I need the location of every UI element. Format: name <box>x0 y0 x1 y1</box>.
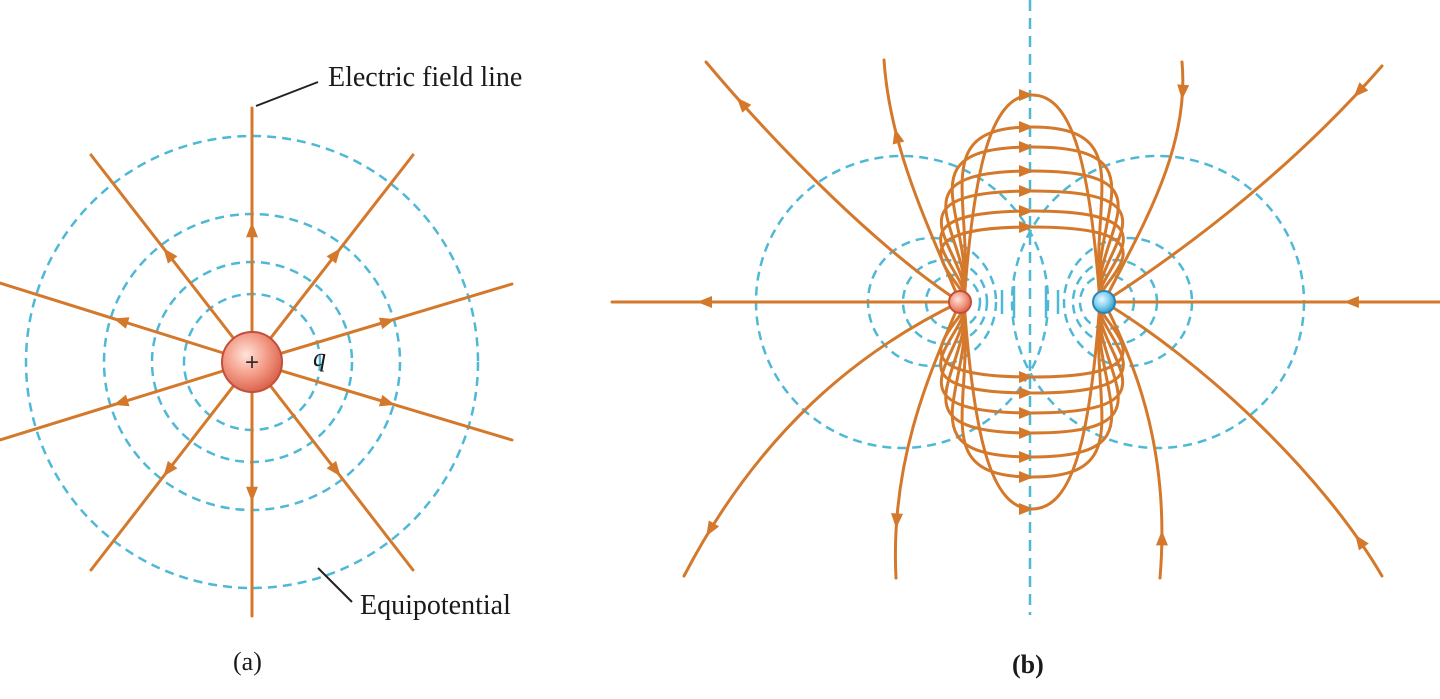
panel-b-central-dashes <box>1000 286 1060 318</box>
field-arrow-icon <box>1355 534 1369 551</box>
panel-a-caption: (a) <box>233 647 262 676</box>
field-arrow-icon <box>706 520 720 537</box>
field-arrow-icon <box>892 128 905 145</box>
charge-sign: + <box>245 349 259 376</box>
field-arrow-icon <box>1155 530 1168 546</box>
field-line-callout-leader <box>255 81 319 107</box>
negative-charge-icon <box>1092 290 1116 314</box>
field-arrow-icon <box>378 317 395 330</box>
field-arrow-icon <box>1019 426 1034 439</box>
field-arrow-icon <box>1019 406 1034 419</box>
field-arrow-icon <box>163 248 178 264</box>
field-arrow-icon <box>246 222 258 238</box>
field-arrow-icon <box>1018 89 1034 102</box>
field-arrow-icon <box>1019 470 1034 483</box>
field-line-callout-label: Electric field line <box>328 62 523 93</box>
field-arrow-icon <box>113 394 130 407</box>
positive-charge-icon <box>948 290 972 314</box>
field-arrow-icon <box>163 460 178 477</box>
field-arrow-icon <box>1177 84 1190 100</box>
field-arrow-icon <box>1018 205 1034 218</box>
equipotential-circle <box>24 134 480 590</box>
field-line <box>682 300 962 578</box>
panel-a-field-lines <box>0 106 514 618</box>
field-arrow-icon <box>1019 141 1034 154</box>
field-arrow-icon <box>697 296 712 308</box>
field-arrow-icon <box>1019 165 1034 178</box>
field-arrow-icon <box>1018 502 1034 515</box>
field-line <box>1102 64 1384 304</box>
field-line <box>1102 300 1384 578</box>
field-arrow-icon <box>326 248 341 264</box>
field-arrow-icon <box>326 460 341 477</box>
field-line <box>882 58 962 304</box>
field-arrow-icon <box>891 513 904 529</box>
panel-a: + <box>0 81 514 618</box>
field-arrow-icon <box>1343 296 1359 309</box>
field-arrow-icon <box>1019 370 1035 383</box>
field-arrow-icon <box>246 486 258 502</box>
field-arrow-icon <box>736 97 752 113</box>
field-arrow-icon <box>1019 450 1034 463</box>
positive-charge-icon: + <box>221 331 283 393</box>
panel-b-caption: (b) <box>1012 650 1044 679</box>
field-line <box>704 60 962 304</box>
field-arrow-icon <box>1019 221 1035 234</box>
field-arrow-icon <box>1018 386 1034 399</box>
panel-b <box>610 0 1440 615</box>
equipotential-callout-leader <box>317 567 353 603</box>
field-arrow-icon <box>1019 121 1034 134</box>
field-arrow-icon <box>1019 185 1034 198</box>
field-arrow-icon <box>378 394 395 407</box>
field-arrow-icon <box>113 317 130 329</box>
panel-b-field-lines <box>610 58 1440 580</box>
field-arrow-icon <box>1353 82 1369 98</box>
charge-label: q <box>313 343 326 372</box>
field-line <box>1102 60 1185 304</box>
equipotential-callout-label: Equipotential <box>360 590 511 621</box>
field-line <box>893 300 962 580</box>
